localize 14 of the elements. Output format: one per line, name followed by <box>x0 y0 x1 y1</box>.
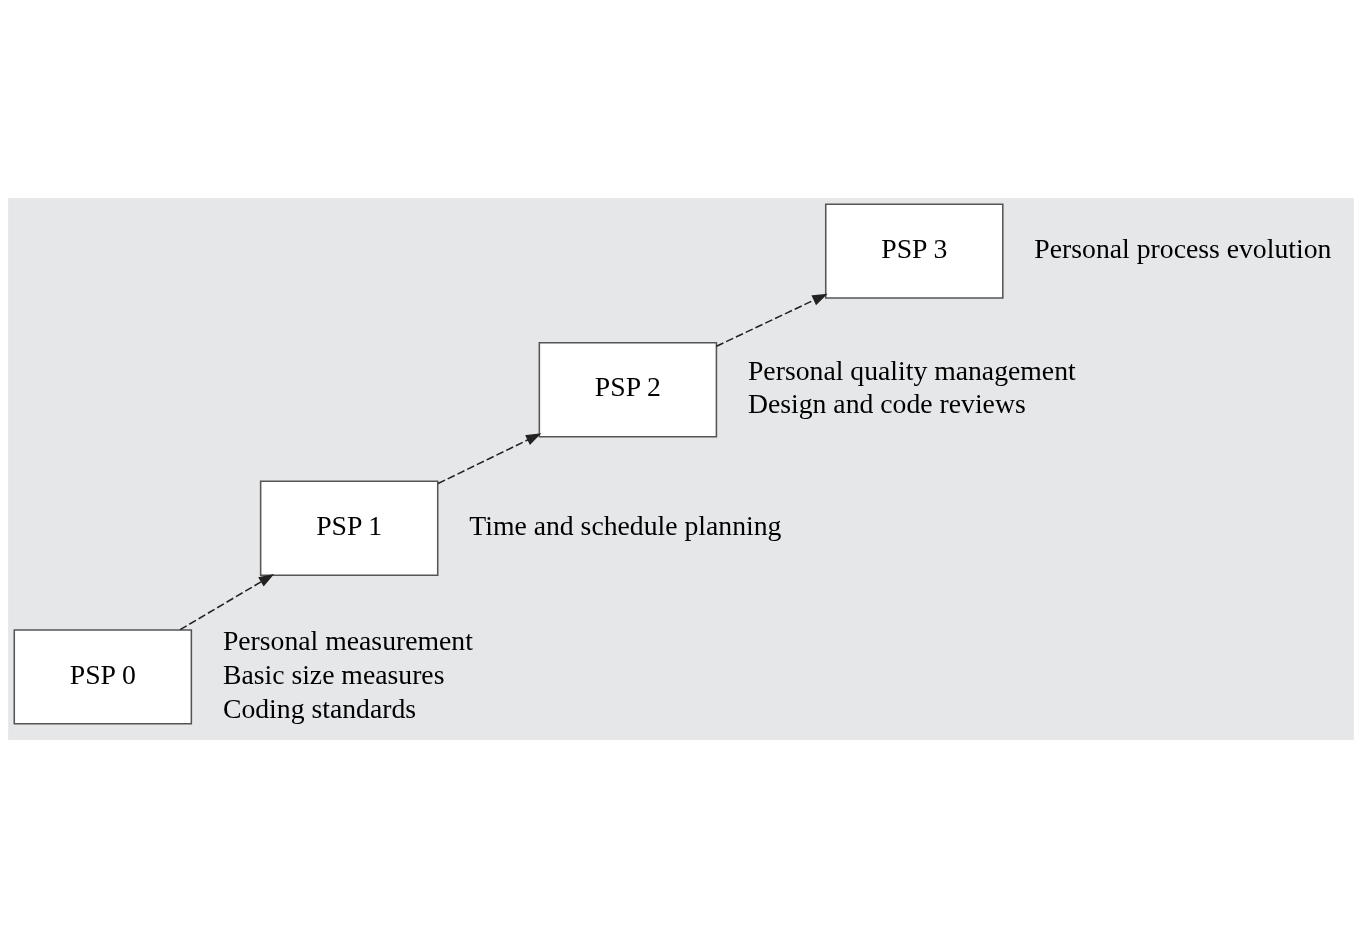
node-box: PSP 2 <box>538 341 718 437</box>
node-label: Personal quality management <box>747 354 1076 386</box>
node-label: Coding standards <box>222 692 417 724</box>
node-label: Basic size measures <box>222 658 445 690</box>
node-label: Design and code reviews <box>747 387 1026 419</box>
node-box: PSP 1 <box>259 480 439 576</box>
arrow <box>715 293 828 347</box>
node-box: PSP 3 <box>824 202 1004 299</box>
arrow <box>179 573 275 630</box>
arrow <box>437 432 542 484</box>
node-box: PSP 0 <box>13 628 193 725</box>
node-label: Time and schedule planning <box>469 509 782 541</box>
node-label: Personal process evolution <box>1034 232 1332 264</box>
node-label: Personal measurement <box>222 624 473 656</box>
